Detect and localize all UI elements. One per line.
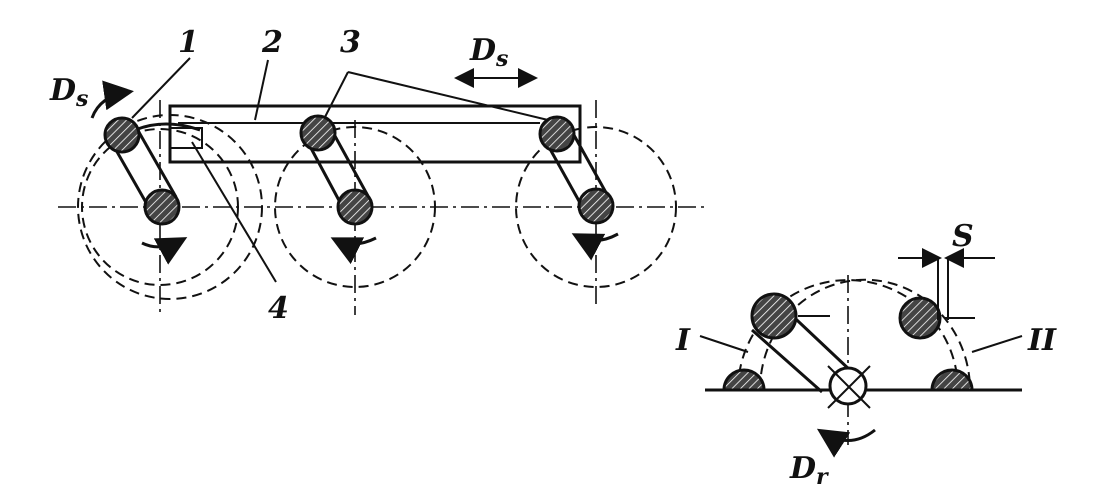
label-ds-left: Ds <box>49 73 88 112</box>
right-pin-base-left <box>722 368 766 392</box>
label-ds-left-sub: s <box>75 86 88 112</box>
right-arm-a <box>751 328 823 394</box>
label-ds-left-main: D <box>49 73 76 108</box>
label-dr-main: D <box>789 451 816 486</box>
label-2: 2 <box>261 25 283 60</box>
link-arc <box>134 122 201 132</box>
crank-circle-3 <box>515 126 677 288</box>
label-dr-sub: r <box>816 464 829 490</box>
label-dr: Dr <box>789 451 829 490</box>
label-ds-top-main: D <box>469 33 496 68</box>
crank-arm-3b <box>568 127 611 199</box>
rotation-arrow-3 <box>571 232 619 261</box>
right-pin-base-right <box>930 368 974 392</box>
rotation-arrow-2 <box>330 236 377 265</box>
path-arc-inner <box>737 279 959 391</box>
left-assembly: 1 2 3 4 Ds Ds <box>49 25 705 326</box>
crank-arm-1b <box>134 126 178 198</box>
leader-2 <box>254 59 269 121</box>
pin-center-2 <box>336 188 374 226</box>
pin-top-2 <box>299 114 337 152</box>
leader-3b <box>347 71 549 121</box>
leader-1 <box>131 57 191 119</box>
pin-center-1 <box>143 188 181 226</box>
pin-top-3 <box>538 115 576 153</box>
right-assembly: S I II Dr <box>675 219 1057 490</box>
rotation-arrow-1 <box>141 237 188 265</box>
center-cross-b <box>827 365 871 409</box>
dr-rotation-arrow <box>816 428 876 458</box>
bar-frame <box>168 104 582 164</box>
ds-rotation-arrow <box>90 80 134 119</box>
right-pin-upper-left <box>750 292 798 340</box>
right-pin-upper-right <box>898 296 942 340</box>
pin-center-3 <box>577 187 615 225</box>
label-ds-top: Ds <box>469 33 508 72</box>
leader-roman-2 <box>971 335 1023 353</box>
bar-slot <box>169 127 203 149</box>
label-s: S <box>952 219 974 254</box>
leader-3a <box>324 71 349 118</box>
crank-circle-1 <box>81 128 239 286</box>
label-3: 3 <box>340 25 361 60</box>
path-arc-outer <box>759 278 971 391</box>
label-roman-1: I <box>675 323 691 358</box>
label-4: 4 <box>268 291 289 326</box>
leader-roman-1 <box>699 335 749 353</box>
leader-4 <box>191 141 277 283</box>
crank-circle-2 <box>274 126 436 288</box>
crank-arm-3a <box>543 139 586 211</box>
crank-arm-2b <box>328 126 370 197</box>
label-ds-top-sub: s <box>495 46 508 72</box>
label-roman-2: II <box>1027 323 1057 358</box>
label-1: 1 <box>178 25 199 60</box>
pin-top-1 <box>103 116 141 154</box>
